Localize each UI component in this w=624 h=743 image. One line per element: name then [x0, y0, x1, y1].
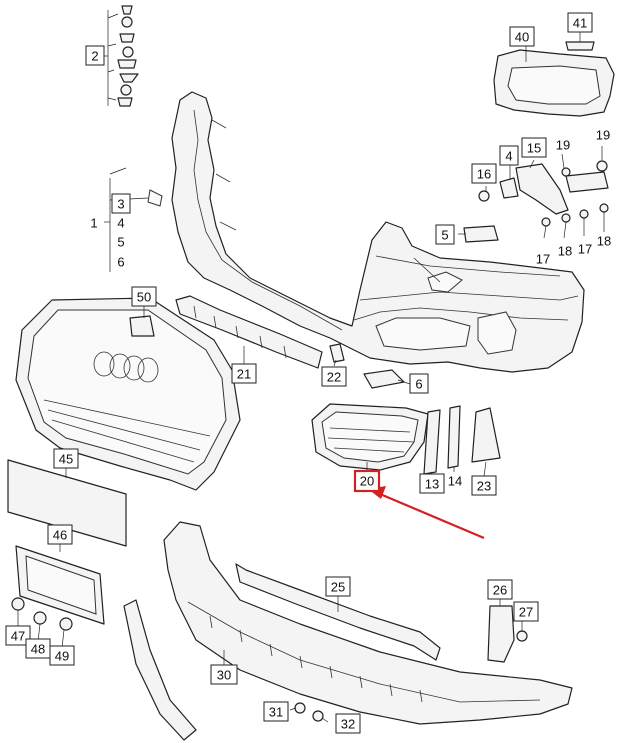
callout-27-text: 27	[519, 605, 533, 620]
license-plate-bracket-item-46	[15, 545, 105, 625]
bracket-item-40	[493, 49, 615, 117]
callout-2: 2	[85, 45, 105, 66]
callout-6-right-text: 6	[415, 377, 422, 392]
radiator-grille	[15, 297, 241, 491]
callout-21-text: 21	[237, 367, 251, 382]
callout-23: 23	[471, 475, 497, 496]
callout-13: 13	[419, 473, 445, 494]
callout-19-b-text: 19	[596, 128, 610, 143]
callout-25: 25	[325, 576, 351, 597]
callout-40-text: 40	[515, 30, 529, 45]
underbody-guard-item-30	[163, 521, 573, 725]
trim-item-14	[447, 405, 461, 469]
bracket-item-26	[487, 605, 515, 663]
callout-17-a: 17	[536, 252, 550, 267]
callout-4-right: 4	[499, 145, 519, 166]
callout-48-text: 48	[31, 642, 45, 657]
callout-40: 40	[509, 26, 535, 47]
callout-16: 16	[471, 163, 497, 184]
callout-2-text: 2	[91, 49, 98, 64]
clip-item-5	[463, 225, 499, 243]
screw-item-32	[312, 710, 324, 722]
grille-strip-item-21	[175, 295, 323, 369]
callout-45: 45	[53, 448, 79, 469]
trim-item-23	[471, 407, 501, 463]
side-spoiler	[123, 599, 197, 741]
callout-22: 22	[321, 366, 347, 387]
callout-5-left: 5	[117, 235, 124, 250]
callout-47-text: 47	[11, 629, 25, 644]
callout-49: 49	[49, 645, 75, 666]
callout-19-a: 19	[556, 138, 570, 153]
callout-48: 48	[25, 638, 51, 659]
callout-5-left-text: 5	[117, 235, 124, 250]
callout-1: 1	[90, 216, 97, 231]
callout-6-left-text: 6	[117, 255, 124, 270]
callout-3-text: 3	[117, 197, 124, 212]
callout-1-text: 1	[90, 216, 97, 231]
callout-18-a-text: 18	[558, 244, 572, 259]
callout-18-b-text: 18	[597, 234, 611, 249]
callout-19-a-text: 19	[556, 138, 570, 153]
clip-item-41	[565, 41, 595, 51]
bracket-item-15	[478, 160, 609, 227]
callout-6-left: 6	[117, 255, 124, 270]
callout-26-text: 26	[493, 583, 507, 598]
screw-set-item-2	[117, 5, 139, 107]
callout-31-text: 31	[269, 705, 283, 720]
callout-4-right-text: 4	[505, 149, 512, 164]
callout-32: 32	[335, 713, 361, 734]
callout-17-b-text: 17	[578, 242, 592, 257]
callout-50: 50	[131, 286, 157, 307]
callout-46: 46	[47, 524, 73, 545]
trim-item-13	[423, 409, 441, 475]
callout-19-b: 19	[596, 128, 610, 143]
callout-13-text: 13	[425, 477, 439, 492]
cap-item-6	[363, 369, 405, 389]
callout-20-text: 20	[360, 474, 374, 489]
leader-lines	[17, 10, 605, 723]
callout-21: 21	[231, 363, 257, 384]
callout-32-text: 32	[341, 717, 355, 732]
callout-26: 26	[487, 579, 513, 600]
callout-41: 41	[567, 12, 593, 33]
callout-14-text: 14	[448, 474, 462, 489]
callout-23-text: 23	[477, 479, 491, 494]
callout-6-right: 6	[409, 373, 429, 394]
callout-17-a-text: 17	[536, 252, 550, 267]
callout-22-text: 22	[327, 370, 341, 385]
callout-30: 30	[210, 664, 238, 685]
callout-18-a: 18	[558, 244, 572, 259]
screw-item-27	[516, 630, 528, 642]
callout-45-text: 45	[59, 452, 73, 467]
callout-50-text: 50	[137, 290, 151, 305]
callout-25-text: 25	[331, 580, 345, 595]
callout-4-left: 4	[117, 216, 124, 231]
callout-20-highlighted: 20	[353, 469, 381, 493]
callout-49-text: 49	[55, 649, 69, 664]
bumper-cover	[147, 91, 585, 373]
callout-14: 14	[448, 474, 462, 489]
callout-5-right: 5	[435, 224, 455, 245]
callout-30-text: 30	[217, 668, 231, 683]
callout-16-text: 16	[477, 167, 491, 182]
screw-item-31	[294, 702, 306, 714]
callout-18-b: 18	[597, 234, 611, 249]
callout-27: 27	[513, 601, 539, 622]
lower-grille-item-20	[311, 403, 429, 471]
callout-3: 3	[111, 193, 131, 214]
license-plate-item-45	[7, 459, 127, 547]
highlight-arrow	[368, 486, 485, 540]
callout-15: 15	[521, 137, 547, 158]
callout-31: 31	[263, 701, 289, 722]
callout-41-text: 41	[573, 16, 587, 31]
callout-5-right-text: 5	[441, 228, 448, 243]
callout-17-b: 17	[578, 242, 592, 257]
callout-15-text: 15	[527, 141, 541, 156]
callout-46-text: 46	[53, 528, 67, 543]
screw-item-22	[329, 343, 345, 363]
callout-47: 47	[5, 625, 31, 646]
callout-4-left-text: 4	[117, 216, 124, 231]
